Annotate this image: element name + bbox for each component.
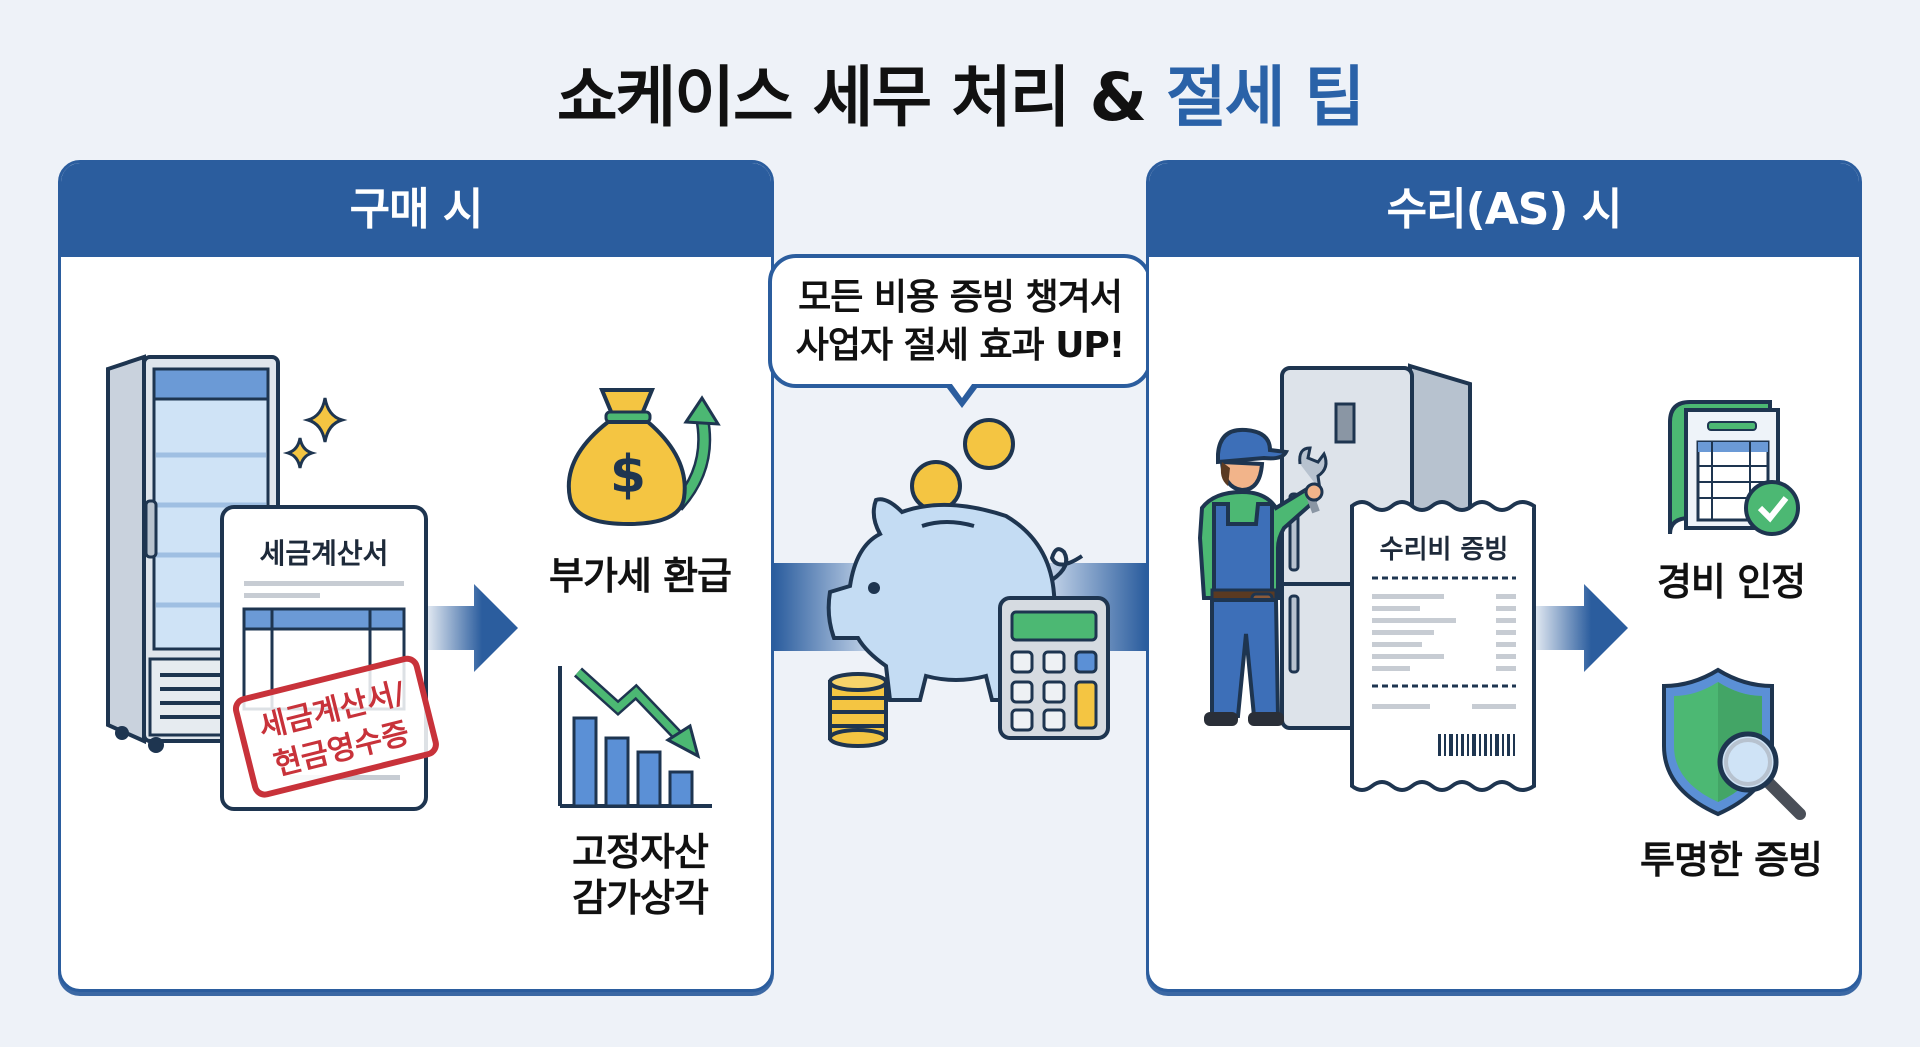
receipt-stamp: 세금계산서/ 현금영수증 bbox=[232, 655, 439, 798]
calculator-icon bbox=[998, 596, 1110, 740]
arrow-right-icon bbox=[1536, 584, 1628, 672]
money-bag-icon: $ bbox=[566, 388, 721, 527]
coin-stack-icon bbox=[828, 672, 888, 748]
sparkle-icon bbox=[282, 397, 348, 469]
invoice-title: 세금계산서 bbox=[260, 537, 389, 570]
expense-recognition-label: 경비 인정 bbox=[1656, 560, 1806, 604]
technician-icon bbox=[1197, 427, 1328, 726]
bubble-line1: 모든 비용 증빙 챙겨서 bbox=[798, 277, 1123, 318]
depreciation-chart-icon bbox=[558, 666, 712, 808]
shield-search-icon bbox=[1662, 667, 1806, 820]
purchase-panel-header: 구매 시 bbox=[61, 163, 771, 257]
title-accent: 절세 팁 bbox=[1166, 59, 1365, 136]
ledger-check-icon bbox=[1668, 400, 1800, 536]
depreciation-label-line2: 감가상각 bbox=[572, 875, 709, 920]
piggy-bank-icon bbox=[826, 418, 1084, 702]
bubble-line2: 사업자 절세 효과 UP! bbox=[795, 325, 1125, 366]
receipt-title: 수리비 증빙 bbox=[1380, 535, 1509, 565]
depreciation-label-line1: 고정자산 bbox=[572, 830, 709, 874]
title-main: 쇼케이스 세무 처리 & bbox=[556, 59, 1167, 136]
bubble-tail bbox=[944, 380, 980, 408]
vat-refund-label: 부가세 환급 bbox=[548, 554, 732, 598]
page-title: 쇼케이스 세무 처리 & 절세 팁 bbox=[0, 44, 1920, 140]
tip-speech-bubble: 모든 비용 증빙 챙겨서 사업자 절세 효과 UP! bbox=[768, 254, 1152, 388]
repair-receipt-icon: 수리비 증빙 bbox=[1350, 500, 1536, 792]
depreciation-label: 고정자산 감가상각 bbox=[520, 830, 760, 921]
arrow-right-icon bbox=[428, 584, 518, 672]
svg-text:$: $ bbox=[610, 445, 646, 505]
repair-panel-header: 수리(AS) 시 bbox=[1149, 163, 1859, 257]
transparent-evidence-label: 투명한 증빙 bbox=[1639, 838, 1823, 882]
